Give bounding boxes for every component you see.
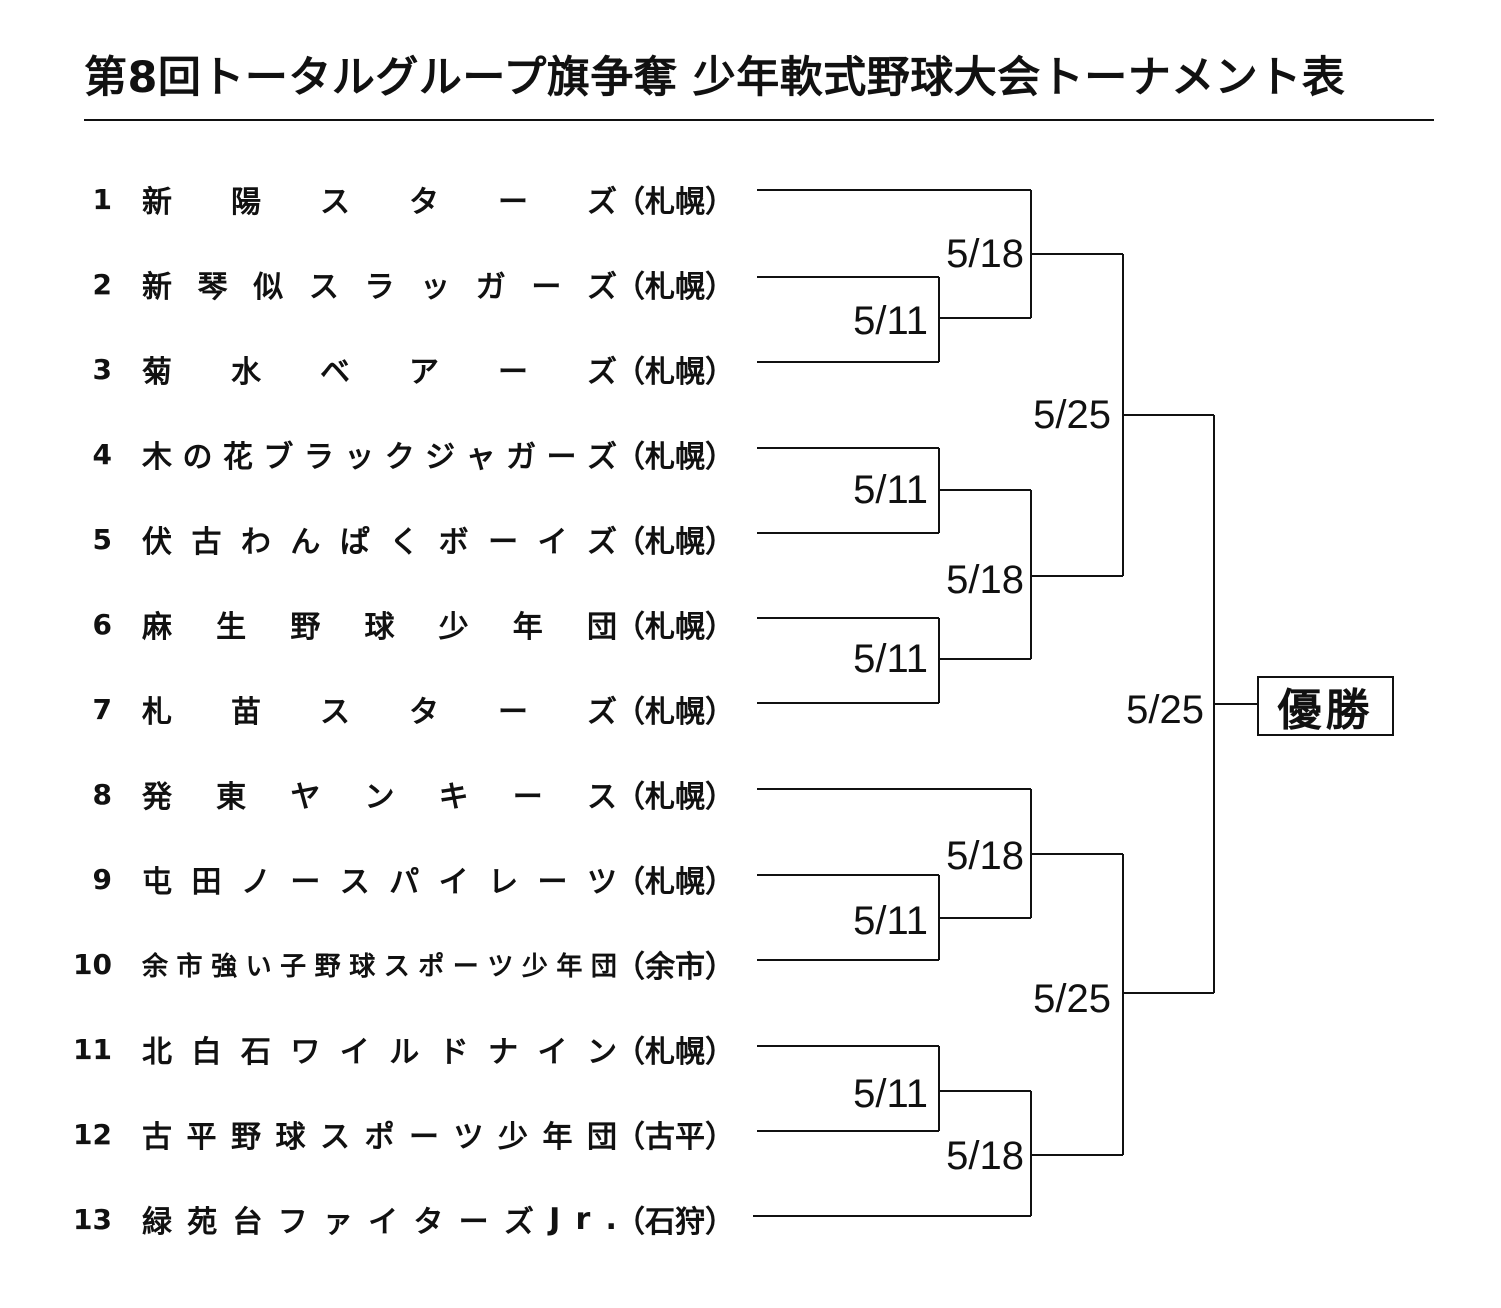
team-region: （札幌） bbox=[615, 440, 735, 475]
match-date-m8: 5/18 bbox=[946, 834, 1024, 878]
match-date-final: 5/25 bbox=[1126, 688, 1204, 732]
team-row: 3 菊水ベアーズ（札幌） bbox=[60, 346, 750, 392]
team-name: 新陽スターズ bbox=[142, 185, 617, 220]
team-row: 4 木の花ブラックジャガーズ（札幌） bbox=[60, 431, 750, 477]
team-seed: 8 bbox=[92, 777, 112, 811]
team-row: 1 新陽スターズ（札幌） bbox=[60, 176, 750, 222]
team-name: 新琴似スラッガーズ bbox=[142, 270, 617, 305]
team-row: 2 新琴似スラッガーズ（札幌） bbox=[60, 261, 750, 307]
team-row: 8 発東ヤンキース（札幌） bbox=[60, 771, 750, 817]
team-region: （石狩） bbox=[615, 1205, 735, 1240]
team-name: 伏古わんぱくボーイズ bbox=[142, 525, 617, 560]
team-row: 10 余市強い子野球スポーツ少年団（余市） bbox=[60, 941, 750, 987]
match-date-m9: 5/18 bbox=[946, 1134, 1024, 1178]
match-date-m1: 5/11 bbox=[853, 299, 928, 343]
team-name: 発東ヤンキース bbox=[142, 780, 617, 815]
team-name: 余市強い子野球スポーツ少年団 bbox=[142, 951, 617, 982]
team-seed: 3 bbox=[92, 352, 112, 386]
team-name: 屯田ノースパイレーツ bbox=[142, 865, 617, 900]
match-date-m6: 5/18 bbox=[946, 232, 1024, 276]
match-date-m4: 5/11 bbox=[853, 899, 928, 943]
team-seed: 9 bbox=[92, 862, 112, 896]
team-seed: 1 bbox=[92, 182, 112, 216]
match-date-m11: 5/25 bbox=[1033, 977, 1111, 1021]
team-region: （札幌） bbox=[615, 695, 735, 730]
team-name: 北白石ワイルドナイン bbox=[142, 1035, 617, 1070]
team-seed: 7 bbox=[92, 692, 112, 726]
match-date-m3: 5/11 bbox=[853, 637, 928, 681]
team-region: （札幌） bbox=[615, 355, 735, 390]
team-region: （札幌） bbox=[615, 610, 735, 645]
team-name: 麻生野球少年団 bbox=[142, 610, 617, 645]
team-name: 木の花ブラックジャガーズ bbox=[142, 440, 617, 475]
team-region: （札幌） bbox=[615, 525, 735, 560]
team-seed: 11 bbox=[73, 1032, 112, 1066]
team-name: 古平野球スポーツ少年団 bbox=[142, 1120, 617, 1155]
team-name: 札苗スターズ bbox=[142, 695, 617, 730]
team-region: （古平） bbox=[615, 1120, 735, 1155]
team-row: 11 北白石ワイルドナイン（札幌） bbox=[60, 1026, 750, 1072]
match-date-m10: 5/25 bbox=[1033, 393, 1111, 437]
team-seed: 2 bbox=[92, 267, 112, 301]
team-region: （札幌） bbox=[615, 270, 735, 305]
team-row: 6 麻生野球少年団（札幌） bbox=[60, 601, 750, 647]
team-seed: 5 bbox=[92, 522, 112, 556]
team-seed: 13 bbox=[73, 1202, 112, 1236]
team-seed: 10 bbox=[73, 947, 112, 981]
team-seed: 12 bbox=[73, 1117, 112, 1151]
team-seed: 6 bbox=[92, 607, 112, 641]
bracket-dates: 5/11 5/11 5/11 5/11 5/11 5/18 5/18 5/18 … bbox=[853, 232, 1204, 1178]
team-row: 12 古平野球スポーツ少年団（古平） bbox=[60, 1111, 750, 1157]
team-region: （札幌） bbox=[615, 865, 735, 900]
match-date-m5: 5/11 bbox=[853, 1072, 928, 1116]
match-date-m2: 5/11 bbox=[853, 468, 928, 512]
team-region: （札幌） bbox=[615, 185, 735, 220]
team-region: （札幌） bbox=[615, 1035, 735, 1070]
team-region: （札幌） bbox=[615, 780, 735, 815]
champion-box: 優勝 bbox=[1257, 676, 1394, 736]
page-title: 第8回トータルグループ旗争奪 少年軟式野球大会トーナメント表 bbox=[84, 53, 1346, 103]
bracket-lines bbox=[753, 189, 1257, 1217]
team-region: （余市） bbox=[615, 950, 735, 985]
team-seed: 4 bbox=[92, 437, 112, 471]
team-row: 5 伏古わんぱくボーイズ（札幌） bbox=[60, 516, 750, 562]
team-row: 9 屯田ノースパイレーツ（札幌） bbox=[60, 856, 750, 902]
team-name: 菊水ベアーズ bbox=[142, 355, 617, 390]
match-date-m7: 5/18 bbox=[946, 558, 1024, 602]
title-underline bbox=[84, 119, 1434, 121]
team-row: 7 札苗スターズ（札幌） bbox=[60, 686, 750, 732]
